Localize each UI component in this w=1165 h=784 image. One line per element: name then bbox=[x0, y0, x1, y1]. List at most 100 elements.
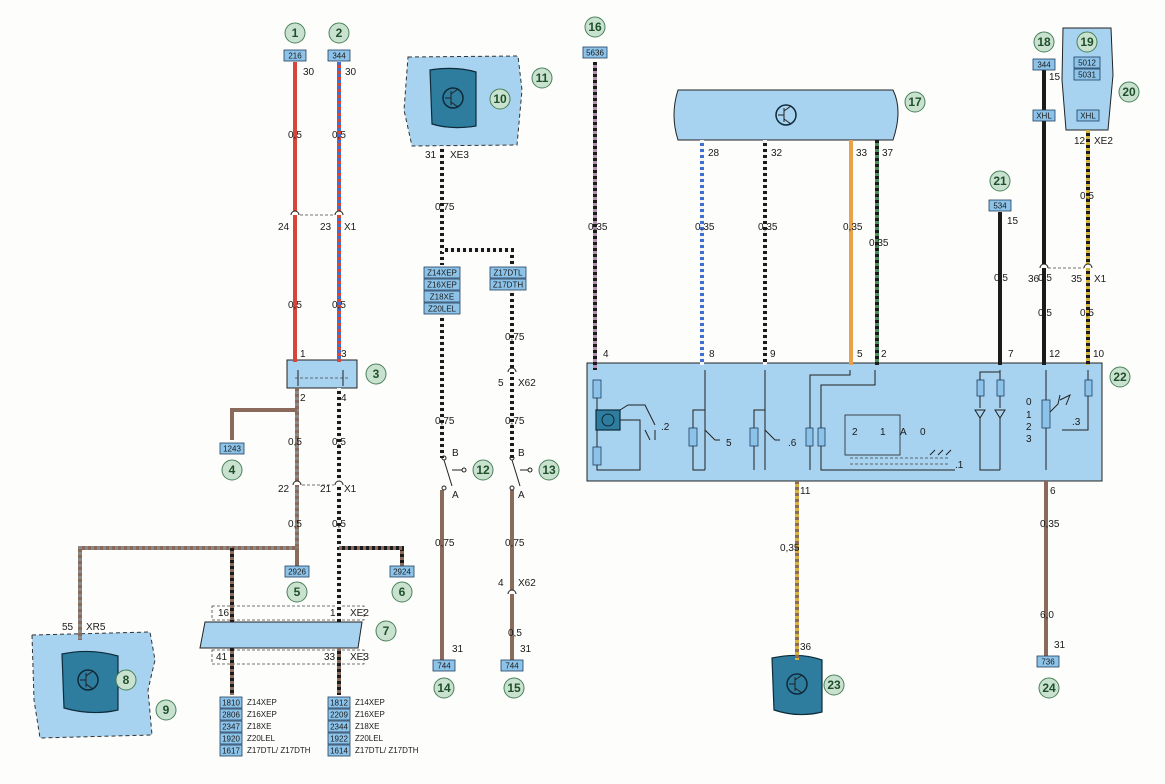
pin-41: 41 bbox=[216, 652, 228, 663]
pin-15: 15 bbox=[1049, 72, 1061, 83]
wire-size-0.5: 0,5 bbox=[1080, 191, 1094, 202]
tag-xhl bbox=[1076, 109, 1100, 122]
engine-label: Z18XE bbox=[247, 722, 271, 731]
wire-size-0.5: 0,5 bbox=[288, 519, 302, 530]
tag-344 bbox=[327, 49, 351, 62]
tag-2924 bbox=[389, 565, 415, 578]
transistor-icon bbox=[775, 104, 797, 126]
wire-size-0.35: 0,35 bbox=[1040, 519, 1060, 530]
tag-engine-text: Z17DTH bbox=[493, 281, 523, 290]
tag-2926-text: 2926 bbox=[288, 568, 306, 577]
tag-344-text: 344 bbox=[332, 52, 346, 61]
pin-10: 10 bbox=[1093, 349, 1105, 360]
wire-size-0.5: 0,5 bbox=[288, 437, 302, 448]
wire-size-0.5: 0,5 bbox=[1038, 308, 1052, 319]
svg-text:23: 23 bbox=[827, 678, 841, 692]
tag-engine bbox=[423, 290, 461, 303]
pin-b: B bbox=[452, 448, 459, 459]
wire-size-0.5: 0,5 bbox=[332, 130, 346, 141]
svg-text:9: 9 bbox=[163, 703, 170, 717]
wire-size-0.5: 0,5 bbox=[332, 437, 346, 448]
callout-2: 2 bbox=[328, 22, 350, 44]
tag-engine bbox=[489, 278, 527, 291]
tag-circuit-text: 1617 bbox=[222, 747, 240, 756]
svg-text:20: 20 bbox=[1122, 85, 1136, 99]
inner-2: .2 bbox=[661, 422, 670, 433]
wire-size-0.35: 0,35 bbox=[843, 222, 863, 233]
svg-text:1: 1 bbox=[292, 26, 299, 40]
tag-xhl bbox=[1032, 109, 1056, 122]
connector-xe2: XE2 bbox=[350, 608, 369, 619]
tag-circuit bbox=[219, 696, 243, 709]
tag-circuit bbox=[219, 744, 243, 757]
connector-break bbox=[507, 589, 517, 595]
wire-size-0.5: 0,5 bbox=[508, 628, 522, 639]
inner-a: A bbox=[900, 427, 907, 438]
pin-35: 35 bbox=[1071, 274, 1083, 285]
tag-circuit bbox=[327, 732, 351, 745]
tag-744-text: 744 bbox=[437, 662, 451, 671]
callout-6: 6 bbox=[391, 581, 413, 603]
wire-size-0.75: 0,75 bbox=[505, 332, 525, 343]
wire-size-0.75: 0,75 bbox=[505, 416, 525, 427]
pin-36: 36 bbox=[800, 642, 812, 653]
tag-circuit bbox=[327, 696, 351, 709]
connector-break bbox=[507, 367, 517, 373]
tag-circuit bbox=[327, 744, 351, 757]
callout-16: 16 bbox=[584, 16, 606, 38]
switch-3 bbox=[286, 359, 358, 389]
callout-7: 7 bbox=[375, 620, 397, 642]
pin-21: 21 bbox=[320, 484, 332, 495]
tag-circuit-text: 1920 bbox=[222, 735, 240, 744]
pin-24: 24 bbox=[278, 222, 290, 233]
engine-label: Z20LEL bbox=[355, 734, 384, 743]
wire-size-0.35: 0,35 bbox=[695, 222, 715, 233]
svg-text:10: 10 bbox=[493, 92, 507, 106]
tag-circuit-text: 1812 bbox=[330, 699, 348, 708]
tag-736-text: 736 bbox=[1041, 658, 1055, 667]
connector-break bbox=[292, 480, 302, 486]
inner-2: 2 bbox=[1026, 422, 1032, 433]
inner-6: .6 bbox=[788, 438, 797, 449]
pin-31: 31 bbox=[425, 150, 437, 161]
tag-circuit-text: 1810 bbox=[222, 699, 240, 708]
callout-19: 19 bbox=[1076, 31, 1098, 53]
connector-break bbox=[1083, 263, 1093, 269]
pin-6: 6 bbox=[1050, 486, 1056, 497]
tag-engine bbox=[423, 266, 461, 279]
pin-31: 31 bbox=[1054, 640, 1066, 651]
component-8-icon bbox=[61, 650, 119, 714]
svg-text:15: 15 bbox=[507, 681, 521, 695]
svg-text:11: 11 bbox=[536, 71, 549, 85]
connector-x1: X1 bbox=[344, 484, 357, 495]
connector-xe3: XE3 bbox=[350, 652, 369, 663]
wire-branch bbox=[442, 248, 514, 265]
switch-13 bbox=[509, 455, 533, 491]
svg-text:18: 18 bbox=[1037, 35, 1051, 49]
component-10-icon bbox=[429, 67, 477, 129]
callout-4: 4 bbox=[221, 459, 243, 481]
pin-1: 1 bbox=[330, 608, 336, 619]
engine-label: Z14XEP bbox=[355, 698, 385, 707]
callout-12: 12 bbox=[472, 459, 494, 481]
inner-1: .1 bbox=[955, 460, 964, 471]
callout-24: 24 bbox=[1038, 677, 1060, 699]
pin-4: 4 bbox=[603, 349, 609, 360]
tag-circuit-text: 2806 bbox=[222, 711, 240, 720]
pin-b: B bbox=[518, 448, 525, 459]
wire-size-0.35: 0,35 bbox=[780, 543, 800, 554]
switch-12 bbox=[441, 455, 467, 491]
pin-4: 4 bbox=[341, 393, 347, 404]
connector-x62: X62 bbox=[518, 578, 536, 589]
wire-size-0.5: 0,5 bbox=[1038, 273, 1052, 284]
wire-to-2924 bbox=[339, 546, 404, 568]
engine-label: Z18XE bbox=[355, 722, 379, 731]
wires bbox=[78, 62, 1093, 695]
tag-engine bbox=[423, 302, 461, 315]
tag-circuit-text: 2344 bbox=[330, 723, 348, 732]
pin-5: 5 bbox=[857, 349, 863, 360]
svg-text:8: 8 bbox=[123, 673, 130, 687]
callout-17: 17 bbox=[904, 91, 926, 113]
callout-5: 5 bbox=[286, 581, 308, 603]
tag-5012 bbox=[1073, 56, 1101, 69]
